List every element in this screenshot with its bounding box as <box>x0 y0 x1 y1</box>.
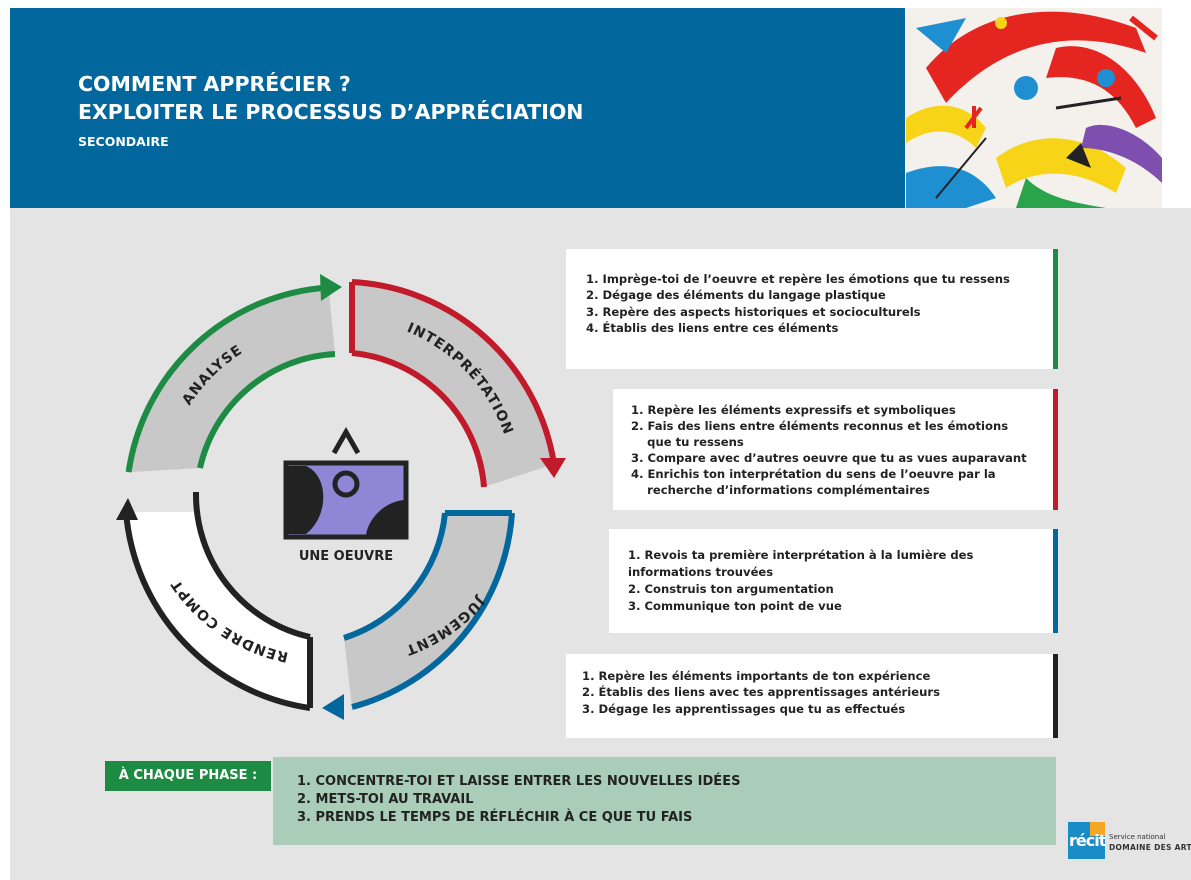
each-phase-item: 2. METS-TOI AU TRAVAIL <box>297 792 474 807</box>
logo-line-2: DOMAINE DES ARTS <box>1109 843 1191 852</box>
logo-line-1: Service national <box>1109 833 1166 841</box>
card-interpretation-item: 4. Enrichis ton interprétation du sens d… <box>631 467 996 481</box>
card-analyse-item: 3. Repère des aspects historiques et soc… <box>586 304 921 319</box>
card-interpretation: 1. Repère les éléments expressifs et sym… <box>613 389 1058 510</box>
card-rendre-compte-item: 2. Établis des liens avec tes apprentiss… <box>582 685 940 700</box>
recit-logo-mark: récit <box>1068 822 1105 859</box>
segment-analyse <box>125 274 342 473</box>
page-subtitle: SECONDAIRE <box>78 134 169 149</box>
segment-jugement <box>322 510 515 720</box>
segment-interpretation <box>349 279 566 488</box>
card-jugement: 1. Revois ta première interprétation à l… <box>609 529 1058 633</box>
card-accent-bar <box>1053 249 1058 369</box>
card-accent-bar <box>1053 529 1058 633</box>
card-interpretation-item: 3. Compare avec d’autres oeuvre que tu a… <box>631 451 1027 465</box>
recit-logo-word: récit <box>1069 831 1105 850</box>
card-interpretation-item: 2. Fais des liens entre éléments reconnu… <box>631 419 1009 433</box>
card-jugement-item: 3. Communique ton point de vue <box>628 599 842 613</box>
card-accent-bar <box>1053 389 1058 510</box>
page-title-line-1: COMMENT APPRÉCIER ? <box>78 72 351 96</box>
each-phase-item: 1. CONCENTRE-TOI ET LAISSE ENTRER LES NO… <box>297 774 741 789</box>
card-interpretation-item: recherche d’informations complémentaires <box>631 483 930 497</box>
center-label: UNE OEUVRE <box>299 549 393 564</box>
card-analyse-item: 2. Dégage des éléments du langage plasti… <box>586 288 886 303</box>
artwork-frame-icon <box>283 426 409 540</box>
card-interpretation-item: que tu ressens <box>631 435 744 449</box>
card-analyse-item: 4. Établis des liens entre ces éléments <box>586 320 839 335</box>
card-accent-bar <box>1053 654 1058 738</box>
each-phase-box: 1. CONCENTRE-TOI ET LAISSE ENTRER LES NO… <box>273 757 1056 845</box>
card-jugement-item: 1. Revois ta première interprétation à l… <box>628 548 974 562</box>
card-jugement-item: informations trouvées <box>628 565 774 579</box>
page-title-line-2: EXPLOITER LE PROCESSUS D’APPRÉCIATION <box>78 100 584 124</box>
abstract-artwork-image <box>906 8 1162 208</box>
each-phase-label: À CHAQUE PHASE : <box>105 761 271 791</box>
recit-logo: récit Service national DOMAINE DES ARTS <box>1068 822 1191 860</box>
card-analyse-item: 1. Imprège-toi de l’oeuvre et repère les… <box>586 272 1010 286</box>
card-analyse: 1. Imprège-toi de l’oeuvre et repère les… <box>566 249 1058 369</box>
card-interpretation-item: 1. Repère les éléments expressifs et sym… <box>631 403 956 417</box>
card-rendre-compte: 1. Repère les éléments importants de ton… <box>566 654 1058 738</box>
card-jugement-item: 2. Construis ton argumentation <box>628 582 834 596</box>
each-phase-item: 3. PRENDS LE TEMPS DE RÉFLÉCHIR À CE QUE… <box>297 810 693 825</box>
segment-rendre-compte <box>116 491 313 711</box>
header-banner: COMMENT APPRÉCIER ? EXPLOITER LE PROCESS… <box>10 8 905 208</box>
card-rendre-compte-item: 1. Repère les éléments importants de ton… <box>582 669 931 683</box>
card-rendre-compte-item: 3. Dégage les apprentissages que tu as e… <box>582 701 906 716</box>
appreciation-cycle-diagram: ANALYSE INTERPRÉTATION JUGEMENT RENDRE C… <box>103 258 578 730</box>
